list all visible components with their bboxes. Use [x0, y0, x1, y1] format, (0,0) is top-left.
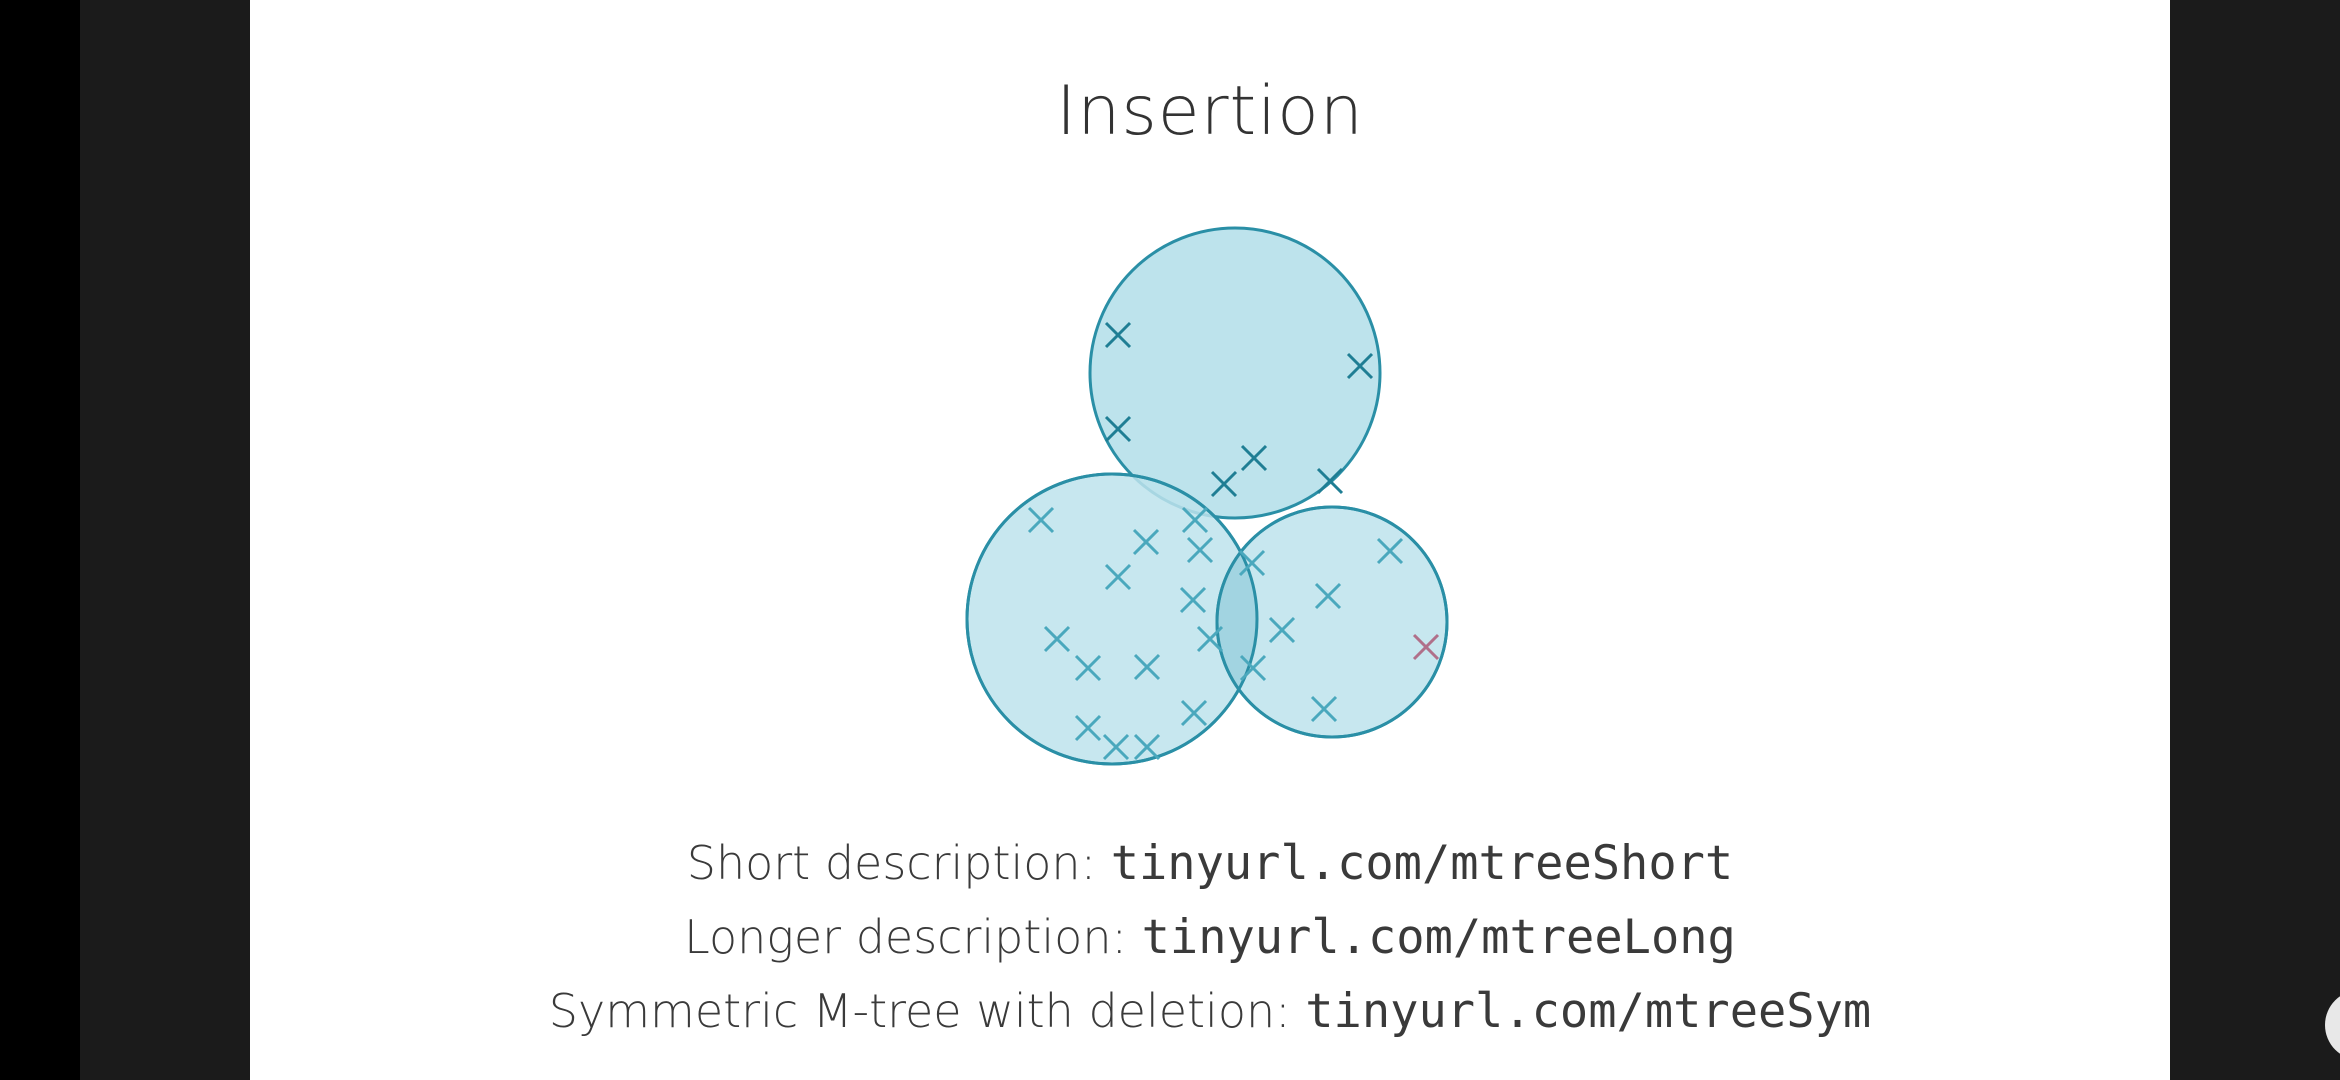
node-circle-top [1088, 226, 1382, 520]
point-marker [1102, 733, 1130, 761]
point-marker [1238, 549, 1266, 577]
data-points [1027, 321, 1440, 761]
description-line-sym: Symmetric M-tree with deletion: tinyurl.… [250, 984, 2170, 1039]
point-marker [1133, 653, 1161, 681]
sym-url-link[interactable]: tinyurl.com/mtreeSym [1305, 984, 1872, 1039]
point-marker [1180, 699, 1208, 727]
point-marker [1346, 352, 1374, 380]
slide: Insertion Short description: tinyurl.com… [250, 0, 2340, 1080]
point-marker [1027, 506, 1055, 534]
point-marker [1316, 467, 1344, 495]
point-marker [1179, 586, 1207, 614]
new-point-marker [1412, 633, 1440, 661]
description-line-long: Longer description: tinyurl.com/mtreeLon… [250, 910, 2170, 965]
point-marker [1186, 536, 1214, 564]
point-marker [1310, 695, 1338, 723]
long-url-link[interactable]: tinyurl.com/mtreeLong [1141, 910, 1736, 965]
slide-title: Insertion [1056, 72, 1364, 151]
point-marker [1240, 444, 1268, 472]
point-marker [1268, 616, 1296, 644]
node-circle-right-outline [1215, 505, 1449, 739]
point-marker [1104, 415, 1132, 443]
point-marker [1074, 654, 1102, 682]
short-label: Short description: [686, 836, 1111, 890]
point-marker [1104, 321, 1132, 349]
point-marker [1133, 733, 1161, 761]
point-marker [1239, 654, 1267, 682]
point-marker [1074, 714, 1102, 742]
point-marker [1196, 625, 1224, 653]
letterbox-right [2170, 0, 2340, 1080]
point-marker [1132, 528, 1160, 556]
mtree-diagram [965, 226, 1449, 766]
short-url-link[interactable]: tinyurl.com/mtreeShort [1110, 836, 1734, 891]
long-label: Longer description: [684, 910, 1142, 964]
point-marker [1210, 470, 1238, 498]
point-marker [1104, 563, 1132, 591]
point-marker [1181, 506, 1209, 534]
letterbox-left [0, 0, 250, 1080]
point-marker [1043, 625, 1071, 653]
node-circle-left-outline [965, 472, 1259, 766]
point-marker [1314, 582, 1342, 610]
sym-label: Symmetric M-tree with deletion: [548, 984, 1306, 1038]
play-next-button[interactable] [2325, 990, 2340, 1060]
point-marker [1376, 537, 1404, 565]
description-line-short: Short description: tinyurl.com/mtreeShor… [250, 836, 2170, 891]
